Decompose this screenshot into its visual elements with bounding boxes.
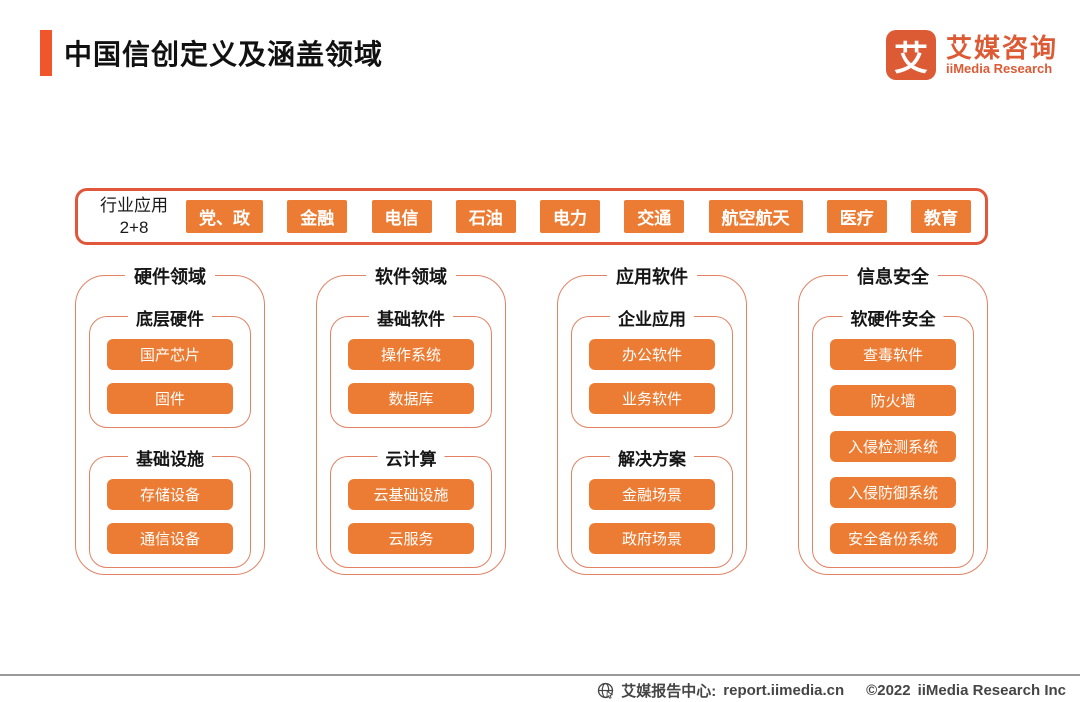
industry-tag-aerospace: 航空航天 [708,200,803,233]
industry-tag-petroleum: 石油 [455,200,516,233]
domain-box-information-security: 信息安全 软硬件安全 查毒软件 防火墙 入侵检测系统 入侵防御系统 安全备份系统 [798,263,988,575]
group-title-underlying-hardware: 底层硬件 [128,305,212,330]
industry-applications-panel: 行业应用 2+8 党、政 金融 电信 石油 电力 交通 航空航天 医疗 教育 [75,188,988,245]
footer-divider [0,674,1080,676]
footer-company: iiMedia Research Inc [917,682,1066,699]
item-office-software: 办公软件 [589,339,715,370]
item-cloud-infrastructure: 云基础设施 [348,479,474,510]
item-finance-scenario: 金融场景 [589,479,715,510]
industry-tags: 党、政 金融 电信 石油 电力 交通 航空航天 医疗 教育 [180,200,971,233]
item-domestic-chips: 国产芯片 [107,339,233,370]
group-box-basic-software: 基础软件 操作系统 数据库 [330,305,492,428]
industry-tag-education: 教育 [911,200,971,233]
item-secure-backup-system: 安全备份系统 [830,523,956,554]
group-box-solutions: 解决方案 金融场景 政府场景 [571,445,733,568]
item-firewall: 防火墙 [830,385,956,416]
domain-title-software: 软件领域 [366,263,456,289]
item-storage-devices: 存储设备 [107,479,233,510]
item-intrusion-detection-system: 入侵检测系统 [830,431,956,462]
industry-label-line2: 2+8 [119,217,149,237]
group-title-infrastructure: 基础设施 [128,445,212,470]
domain-columns: 硬件领域 底层硬件 国产芯片 固件 基础设施 存储设备 通信设备 软件领域 基础… [75,263,988,575]
footer-source-label: 艾媒报告中心: [621,683,717,700]
industry-tag-telecom: 电信 [371,200,432,233]
footer-content: 艾媒报告中心: report.iimedia.cn ©2022 iiMedia … [0,676,1080,701]
title-accent-bar [40,30,52,76]
group-title-basic-software: 基础软件 [369,305,453,330]
header: 中国信创定义及涵盖领域 艾 艾媒咨询 iiMedia Research [0,0,1080,82]
industry-label: 行业应用 2+8 [88,195,180,238]
item-communication-devices: 通信设备 [107,523,233,554]
industry-tag-electricity: 电力 [540,200,600,233]
industry-tag-finance: 金融 [287,200,348,233]
globe-icon [597,682,614,699]
domain-title-information-security: 信息安全 [848,263,938,289]
item-intrusion-prevention-system: 入侵防御系统 [830,477,956,508]
logo-brand-name: 艾媒咨询 [945,32,1058,63]
domain-box-application-software: 应用软件 企业应用 办公软件 业务软件 解决方案 金融场景 政府场景 [557,263,747,575]
domain-title-application-software: 应用软件 [607,263,697,289]
group-box-software-hardware-security: 软硬件安全 查毒软件 防火墙 入侵检测系统 入侵防御系统 安全备份系统 [812,305,974,568]
item-government-scenario: 政府场景 [589,523,715,554]
group-title-cloud-computing: 云计算 [377,445,445,470]
group-title-solutions: 解决方案 [610,445,694,470]
iimedia-logo-icon: 艾 [885,30,936,80]
item-firmware: 固件 [107,383,233,414]
page-title: 中国信创定义及涵盖领域 [64,39,384,70]
iimedia-logo-text: 艾媒咨询 iiMedia Research [945,32,1058,77]
footer-source-url: report.iimedia.cn [723,682,845,699]
industry-tag-medical: 医疗 [826,200,887,233]
item-cloud-services: 云服务 [348,523,474,554]
iimedia-logo: 艾 艾媒咨询 iiMedia Research [885,30,1062,80]
group-title-enterprise-applications: 企业应用 [610,305,694,330]
item-database: 数据库 [348,383,474,414]
industry-tag-party-gov: 党、政 [186,200,263,233]
item-operating-system: 操作系统 [348,339,474,370]
group-box-infrastructure: 基础设施 存储设备 通信设备 [89,445,251,568]
item-business-software: 业务软件 [589,383,715,414]
group-title-software-hardware-security: 软硬件安全 [842,305,944,330]
group-box-cloud-computing: 云计算 云基础设施 云服务 [330,445,492,568]
domain-title-hardware: 硬件领域 [125,263,215,289]
item-antivirus-software: 查毒软件 [830,339,956,370]
logo-brand-subtitle: iiMedia Research [945,61,1053,77]
title-block: 中国信创定义及涵盖领域 [40,30,383,76]
domain-box-hardware: 硬件领域 底层硬件 国产芯片 固件 基础设施 存储设备 通信设备 [75,263,265,575]
group-box-underlying-hardware: 底层硬件 国产芯片 固件 [89,305,251,428]
industry-label-line1: 行业应用 [100,196,168,216]
domain-box-software: 软件领域 基础软件 操作系统 数据库 云计算 云基础设施 云服务 [316,263,506,575]
footer: 艾媒报告中心: report.iimedia.cn ©2022 iiMedia … [0,674,1080,702]
group-box-enterprise-applications: 企业应用 办公软件 业务软件 [571,305,733,428]
footer-copyright: ©2022 [866,682,911,699]
industry-tag-transport: 交通 [624,200,685,233]
